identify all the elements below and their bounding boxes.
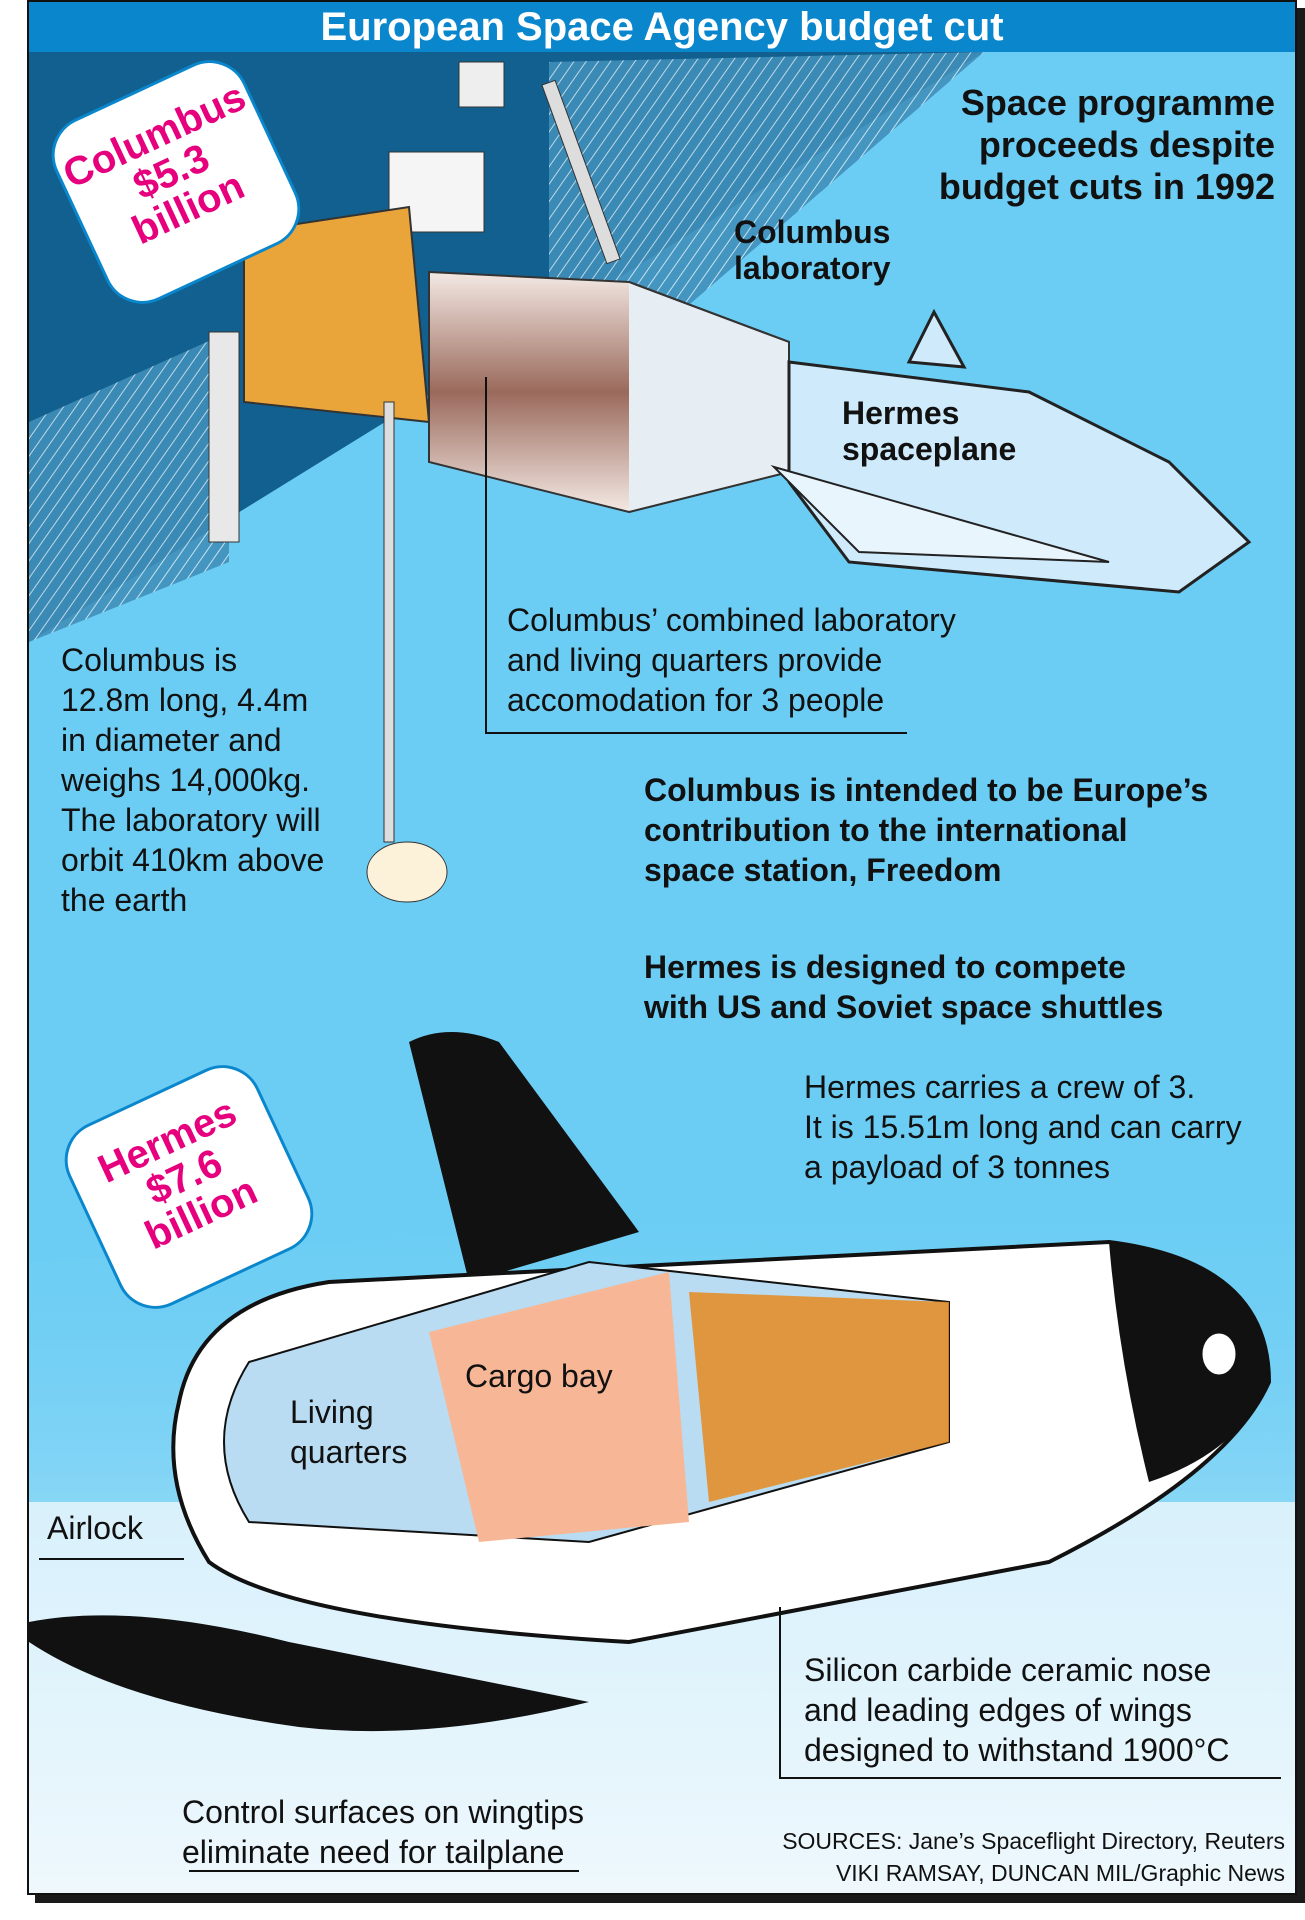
columbus-intent-note: Columbus is intended to be Europe’s cont…	[644, 772, 1209, 888]
label-living-quarters: Living quarters	[290, 1394, 408, 1470]
columbus-specs-note: Columbus is 12.8m long, 4.4m in diameter…	[61, 642, 325, 918]
hermes-specs-note: Hermes carries a crew of 3. It is 15.51m…	[804, 1069, 1242, 1185]
leader-line-nose	[779, 1607, 1281, 1779]
solar-panel-lower	[29, 332, 229, 642]
tether	[383, 401, 395, 843]
leader-line-wingtips	[189, 1870, 579, 1872]
illustration	[29, 52, 1295, 1893]
headline: Space programme proceeds despite budget …	[938, 82, 1275, 207]
leader-line-quarters	[485, 377, 907, 734]
infographic-frame: European Space Agency budget cut Space p…	[27, 0, 1297, 1895]
authors-credit: VIKI RAMSAY, DUNCAN MIL/Graphic News	[835, 1860, 1285, 1886]
page-title: European Space Agency budget cut	[29, 2, 1295, 52]
nose-note: Silicon carbide ceramic nose and leading…	[804, 1652, 1230, 1768]
hermes-tail	[409, 1032, 639, 1282]
hermes-compete-note: Hermes is designed to compete with US an…	[644, 949, 1164, 1025]
label-columbus-laboratory: Columbus laboratory	[734, 214, 891, 286]
cargo-bay-section	[429, 1272, 689, 1542]
columbus-quarters-note: Columbus’ combined laboratory and living…	[507, 602, 956, 718]
robot-arm	[541, 79, 621, 265]
hermes-wing	[29, 1615, 589, 1732]
leader-line-airlock	[39, 1558, 184, 1560]
label-airlock: Airlock	[47, 1510, 144, 1546]
label-cargo-bay: Cargo bay	[465, 1358, 613, 1394]
label-hermes-spaceplane: Hermes spaceplane	[842, 395, 1017, 467]
wingtips-note: Control surfaces on wingtips eliminate n…	[182, 1794, 584, 1870]
sources-credit: SOURCES: Jane’s Spaceflight Directory, R…	[782, 1828, 1285, 1854]
antenna-post	[208, 331, 240, 543]
